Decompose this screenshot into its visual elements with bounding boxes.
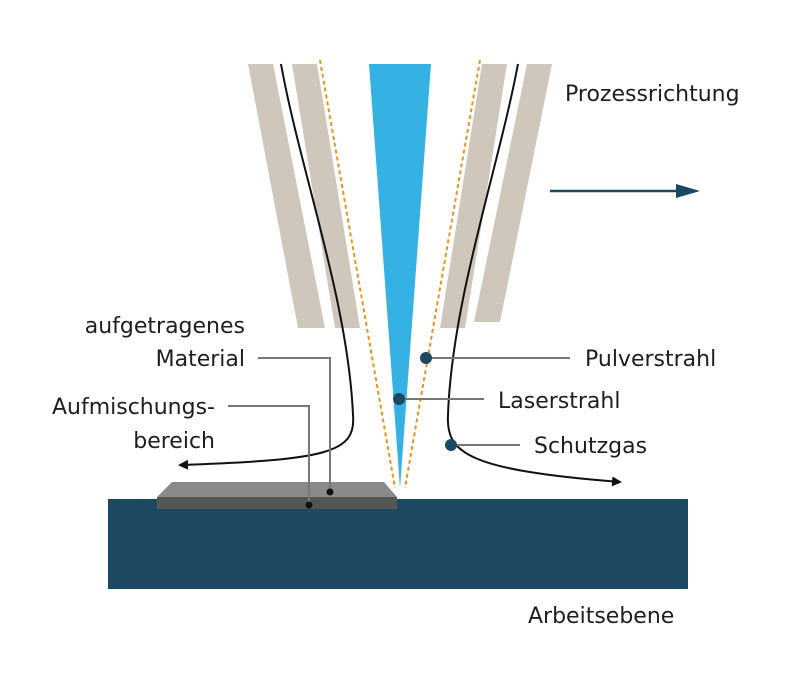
marker-shielding-gas — [445, 439, 457, 451]
laser-beam — [369, 64, 431, 488]
marker-laser-beam — [393, 393, 405, 405]
nozzle-wall-inner-right — [440, 64, 507, 328]
powder-jet-right — [404, 59, 481, 489]
label-work-plane: Arbeitsebene — [528, 604, 674, 629]
label-mixing-zone-2: bereich — [133, 429, 215, 454]
nozzle-wall-outer-right — [474, 64, 552, 322]
marker-powder-jet — [420, 352, 432, 364]
label-mixing-zone-1: Aufmischungs- — [52, 395, 215, 420]
nozzle-wall-inner-left — [292, 64, 360, 328]
leader-applied-material — [258, 357, 331, 492]
nozzle-wall-outer-left — [248, 64, 325, 328]
leader-mixing-zone — [228, 405, 310, 505]
gas-flow-right — [446, 63, 622, 487]
label-laser-beam: Laserstrahl — [498, 389, 620, 414]
label-applied-material-1: aufgetragenes — [85, 314, 245, 339]
label-process-direction: Prozessrichtung — [565, 82, 740, 107]
label-applied-material-2: Material — [156, 347, 245, 372]
marker-applied-material — [326, 488, 334, 496]
label-powder-jet: Pulverstrahl — [585, 347, 716, 372]
gas-flow-left — [178, 63, 355, 470]
deposit-side — [157, 497, 397, 509]
process-direction-arrowhead — [676, 184, 700, 198]
label-shielding-gas: Schutzgas — [534, 434, 647, 459]
marker-mixing-zone — [305, 501, 313, 509]
powder-jet-left — [319, 59, 396, 489]
workpiece — [108, 499, 688, 589]
deposited-material — [157, 482, 397, 497]
